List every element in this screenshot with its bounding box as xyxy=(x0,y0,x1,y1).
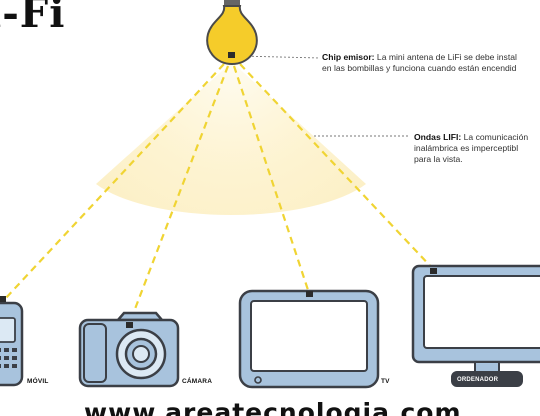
ray-tv xyxy=(232,65,310,291)
chip-emitter xyxy=(228,52,235,58)
website-footer: www.areatecnologia.com xyxy=(84,398,462,416)
tv-label: TV xyxy=(381,378,390,385)
chip-annotation-line2: en las bombillas y funciona cuando están… xyxy=(322,63,517,73)
waves-annotation-line1: La comunicación xyxy=(463,132,529,142)
camera-label: CÁMARA xyxy=(182,378,213,385)
camera-icon xyxy=(78,311,180,388)
waves-annotation: Ondas LIFI: La comunicación inalámbrica … xyxy=(414,132,528,165)
waves-annotation-heading: Ondas LIFI: xyxy=(414,132,462,142)
chip-annotation-line1: La mini antena de LiFi se debe instal xyxy=(376,52,517,62)
tv-icon xyxy=(238,289,380,389)
light-bulb-icon xyxy=(206,0,258,66)
phone-icon xyxy=(0,296,24,387)
chip-annotation-heading: Chip emisor: xyxy=(322,52,375,62)
light-cone xyxy=(96,62,366,216)
ray-phone xyxy=(3,63,225,301)
annotation-leaders xyxy=(239,55,410,137)
waves-annotation-line2: inalámbrica es imperceptibl xyxy=(414,143,519,153)
chip-annotation: Chip emisor: La mini antena de LiFi se d… xyxy=(322,52,517,74)
light-rays xyxy=(3,63,435,323)
computer-icon xyxy=(411,264,540,387)
phone-label: MÓVIL xyxy=(27,378,49,385)
computer-label: ORDENADOR xyxy=(457,377,499,383)
page-title: i-Fi xyxy=(0,0,66,37)
ray-camera xyxy=(128,65,230,323)
waves-annotation-line3: para la vista. xyxy=(414,154,463,164)
